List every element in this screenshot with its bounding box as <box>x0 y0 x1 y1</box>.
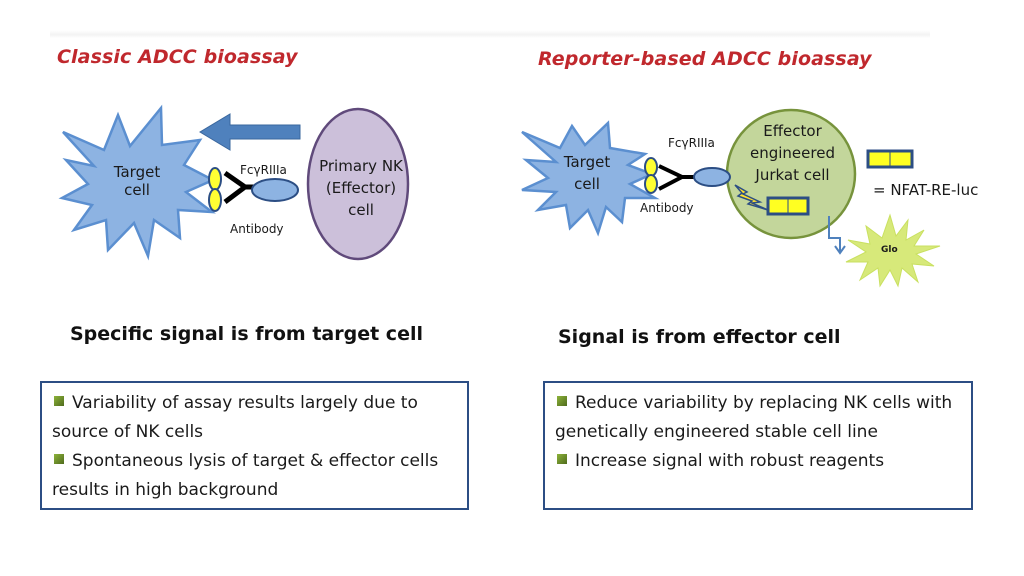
expression-arrow <box>828 216 841 252</box>
right-subheading: Signal is from effector cell <box>558 326 841 348</box>
signal-arrow-left <box>199 113 301 151</box>
fcgr-label-left: FcγRIIIa <box>240 163 287 177</box>
antigen-right-top <box>644 157 658 177</box>
bullet-item: Increase signal with robust reagents <box>555 447 961 476</box>
reporter-bullets-box: Reduce variability by replacing NK cells… <box>543 381 973 510</box>
classic-bullets-box: Variability of assay results largely due… <box>40 381 469 510</box>
square-bullet-icon <box>54 396 64 406</box>
fcgr-receptor-right <box>693 167 731 187</box>
nfat-legend-label: = NFAT-RE-luc <box>873 181 979 199</box>
glo-burst-shape <box>845 213 941 288</box>
target-cell-left-shape <box>58 104 216 261</box>
bullet-item: Spontaneous lysis of target & effector c… <box>52 451 439 500</box>
target-cell-right-label: Target cell <box>563 153 611 193</box>
square-bullet-icon <box>557 454 567 464</box>
antibody-label-left: Antibody <box>230 222 284 236</box>
classic-adcc-title: Classic ADCC bioassay <box>57 46 298 68</box>
antibody-label-right: Antibody <box>640 201 694 215</box>
fcgr-receptor-left <box>251 178 299 202</box>
bullet-item: Variability of assay results largely due… <box>52 393 418 442</box>
bullet-item: Reduce variability by replacing NK cells… <box>555 393 953 442</box>
glo-label: Glo <box>881 245 898 255</box>
reporter-adcc-title: Reporter-based ADCC bioassay <box>538 48 872 70</box>
square-bullet-icon <box>54 454 64 464</box>
top-shadow-band <box>50 30 930 38</box>
antigen-left-bottom <box>208 188 222 212</box>
nk-cell-shape <box>306 107 410 261</box>
nk-cell-label: Primary NK (Effector) cell <box>319 157 403 219</box>
jurkat-cell-label: Effector engineered Jurkat cell <box>750 122 835 184</box>
antigen-right-bottom <box>644 174 658 194</box>
square-bullet-icon <box>557 396 567 406</box>
left-subheading: Specific signal is from target cell <box>70 323 423 345</box>
antigen-left-top <box>208 167 222 191</box>
fcgr-label-right: FcγRIIIa <box>668 136 715 150</box>
target-cell-left-label: Target cell <box>113 163 161 199</box>
target-cell-right-shape <box>521 120 660 237</box>
